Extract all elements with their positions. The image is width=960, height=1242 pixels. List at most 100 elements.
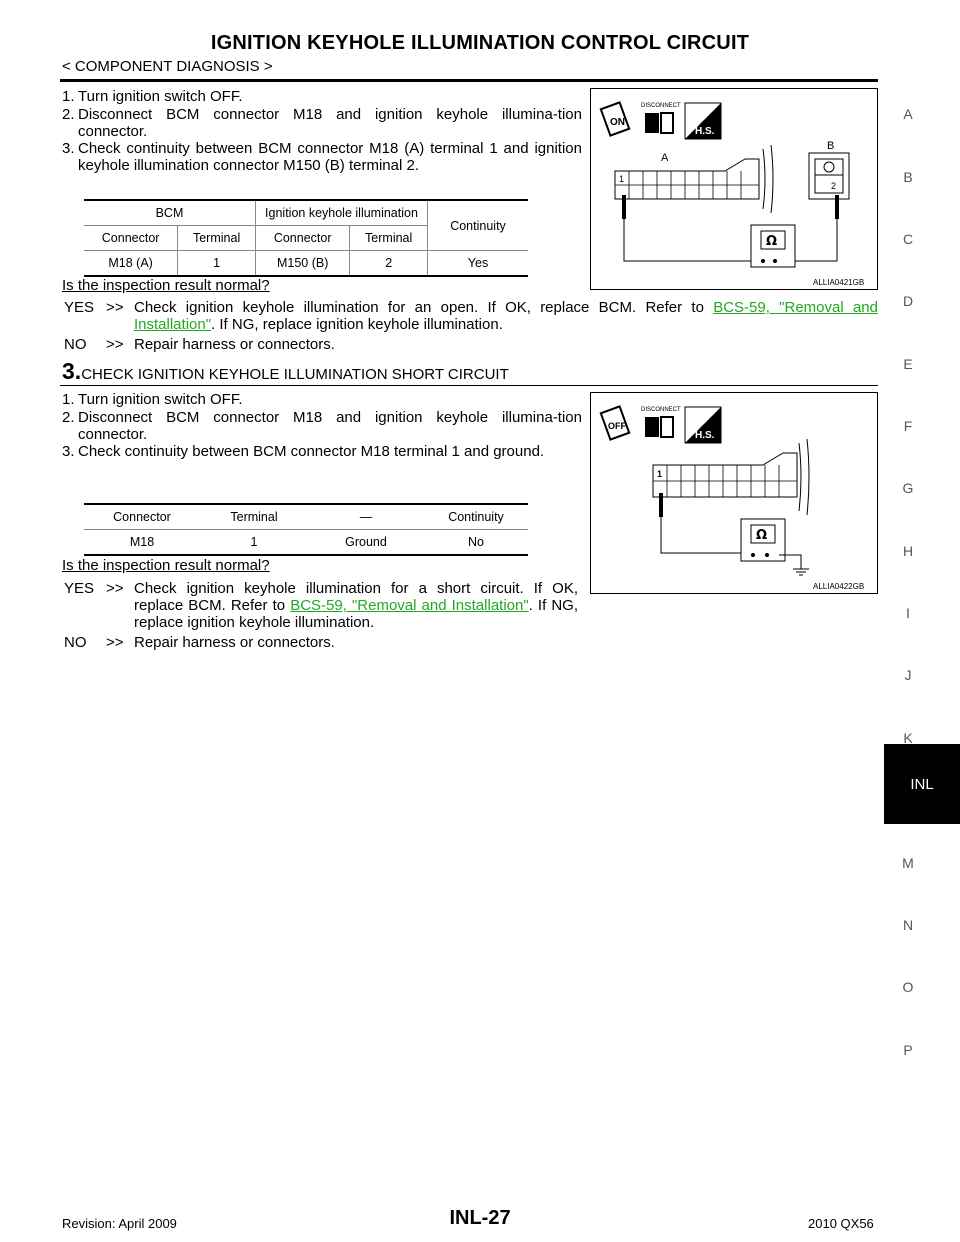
inspection-question: Is the inspection result normal?	[62, 277, 270, 294]
side-index-i[interactable]: I	[906, 605, 910, 621]
section3-heading: 3.CHECK IGNITION KEYHOLE ILLUMINATION SH…	[62, 358, 509, 385]
removal-installation-link[interactable]: BCS-59, "Removal and Installation"	[290, 597, 529, 614]
table-cell: Yes	[467, 256, 489, 270]
svg-text:1: 1	[619, 174, 624, 184]
figure-code: ALLIA0422GB	[813, 582, 864, 591]
connector-a: 1	[652, 438, 810, 516]
removal-installation-link[interactable]: BCS-59, "Removal and Installation"	[134, 299, 878, 333]
step-text: Turn ignition switch OFF.	[78, 391, 243, 408]
table-cell: No	[468, 535, 484, 549]
ohmmeter-icon: Ω	[740, 518, 786, 562]
svg-text:1: 1	[657, 469, 662, 479]
table-header-bcm: BCM	[84, 200, 256, 226]
table-subheader: Terminal	[349, 225, 428, 251]
section3-steps: 1. Turn ignition switch OFF. 2. Disconne…	[62, 391, 582, 471]
wiring-diagram: OFF DISCONNECT H.S. 1	[599, 405, 864, 591]
svg-text:H.S.: H.S.	[695, 430, 715, 441]
side-index-n[interactable]: N	[902, 917, 914, 933]
harness-side-icon: H.S.	[684, 102, 722, 140]
connector-a: 1	[614, 144, 774, 214]
result-yes-arrow: >>	[106, 299, 124, 316]
table-cell: M18 (A)	[84, 250, 179, 276]
header-rule	[60, 79, 878, 82]
side-index-k[interactable]: K	[903, 730, 913, 746]
table-cell: M150 (B)	[255, 250, 351, 276]
continuity-table-2: Connector Terminal — Continuity M18 1 Gr…	[84, 503, 528, 556]
table-cell: M18	[129, 535, 155, 549]
section2-steps: 1. Turn ignition switch OFF. 2. Disconne…	[62, 88, 582, 174]
result-yes-text: Check ignition keyhole illumination for …	[134, 299, 878, 333]
table-subheader-row: Connector Terminal Connector Terminal	[84, 225, 528, 251]
ground-icon	[779, 554, 809, 576]
svg-text:Ω: Ω	[766, 234, 777, 249]
side-index-a[interactable]: A	[903, 106, 913, 122]
wiring-figure-continuity: ON DISCONNECT H.S. A B 1	[590, 88, 878, 290]
table-row: M18 (A) 1 M150 (B) 2 Yes	[84, 250, 528, 276]
wiring-figure-short: OFF DISCONNECT H.S. 1	[590, 392, 878, 594]
table-header: Continuity	[448, 510, 504, 524]
table-subheader: Terminal	[177, 225, 256, 251]
side-index-inl-active[interactable]: INL	[884, 744, 960, 824]
result-yes-arrow: >>	[106, 580, 124, 597]
result-yes-label: YES	[64, 580, 95, 597]
table-cell: 1	[250, 535, 258, 549]
switch-position: ON	[610, 117, 625, 128]
step-text: Turn ignition switch OFF.	[78, 88, 243, 105]
table-header-row: BCM Ignition keyhole illumination Contin…	[84, 200, 528, 233]
side-index-e[interactable]: E	[903, 356, 913, 372]
section-rule	[60, 385, 878, 386]
page-number: INL-27	[449, 1207, 511, 1229]
ignition-switch-icon: ON	[599, 101, 631, 137]
wiring-diagram: ON DISCONNECT H.S. A B 1	[599, 101, 864, 287]
table-row: M18 1 Ground No	[84, 529, 528, 556]
section-title: CHECK IGNITION KEYHOLE ILLUMINATION SHOR…	[81, 366, 509, 383]
table-header-continuity: Continuity	[450, 218, 506, 233]
step-text: Disconnect BCM connector M18 and ignitio…	[78, 409, 582, 443]
ohmmeter-icon: Ω	[750, 224, 796, 268]
model-year: 2010 QX56	[808, 1216, 874, 1231]
connector-a-label: A	[661, 152, 669, 164]
side-index-j[interactable]: J	[904, 667, 912, 683]
result-yes-label: YES	[64, 299, 95, 316]
harness-side-icon: H.S.	[684, 406, 722, 444]
side-index-h[interactable]: H	[902, 543, 914, 559]
table-cell: 2	[349, 250, 428, 276]
probe-wires	[622, 195, 839, 262]
step-number: 1.	[62, 391, 75, 408]
table-header: Terminal	[230, 510, 278, 524]
result-yes-text: Check ignition keyhole illumination for …	[134, 580, 578, 631]
continuity-table-1: BCM Ignition keyhole illumination Contin…	[84, 199, 528, 277]
side-index-d[interactable]: D	[902, 293, 914, 309]
side-index-g[interactable]: G	[902, 480, 914, 496]
side-index-b[interactable]: B	[903, 169, 913, 185]
result-no-label: NO	[64, 634, 87, 651]
section-number: 3.	[62, 358, 82, 384]
side-index-p[interactable]: P	[903, 1042, 913, 1058]
side-index-c[interactable]: C	[902, 231, 914, 247]
step-number: 2.	[62, 106, 75, 123]
table-cell: Ground	[345, 535, 387, 549]
svg-text:DISCONNECT: DISCONNECT	[641, 103, 681, 109]
step-number: 3.	[62, 443, 75, 460]
ignition-switch-icon: OFF	[599, 405, 631, 441]
figure-code: ALLIA0421GB	[813, 278, 864, 287]
step-text: Disconnect BCM connector M18 and ignitio…	[78, 106, 582, 140]
side-index-f[interactable]: F	[903, 418, 913, 434]
switch-position: OFF	[608, 421, 626, 431]
connector-b: 2	[808, 152, 850, 200]
svg-text:Ω: Ω	[756, 528, 767, 543]
result-no-arrow: >>	[106, 336, 124, 353]
result-no-arrow: >>	[106, 634, 124, 651]
result-no-text: Repair harness or connectors.	[134, 336, 335, 353]
result-no-text: Repair harness or connectors.	[134, 634, 335, 651]
inspection-question: Is the inspection result normal?	[62, 557, 270, 574]
side-index-m[interactable]: M	[902, 855, 914, 871]
table-header-row: Connector Terminal — Continuity	[84, 504, 528, 530]
table-header-keyhole: Ignition keyhole illumination	[255, 200, 429, 226]
step-text: Check continuity between BCM connector M…	[78, 443, 545, 460]
table-subheader: Connector	[84, 225, 179, 251]
table-header: —	[359, 510, 373, 524]
side-index-o[interactable]: O	[902, 979, 914, 995]
step-number: 3.	[62, 140, 75, 157]
page-subtitle: < COMPONENT DIAGNOSIS >	[62, 58, 273, 75]
